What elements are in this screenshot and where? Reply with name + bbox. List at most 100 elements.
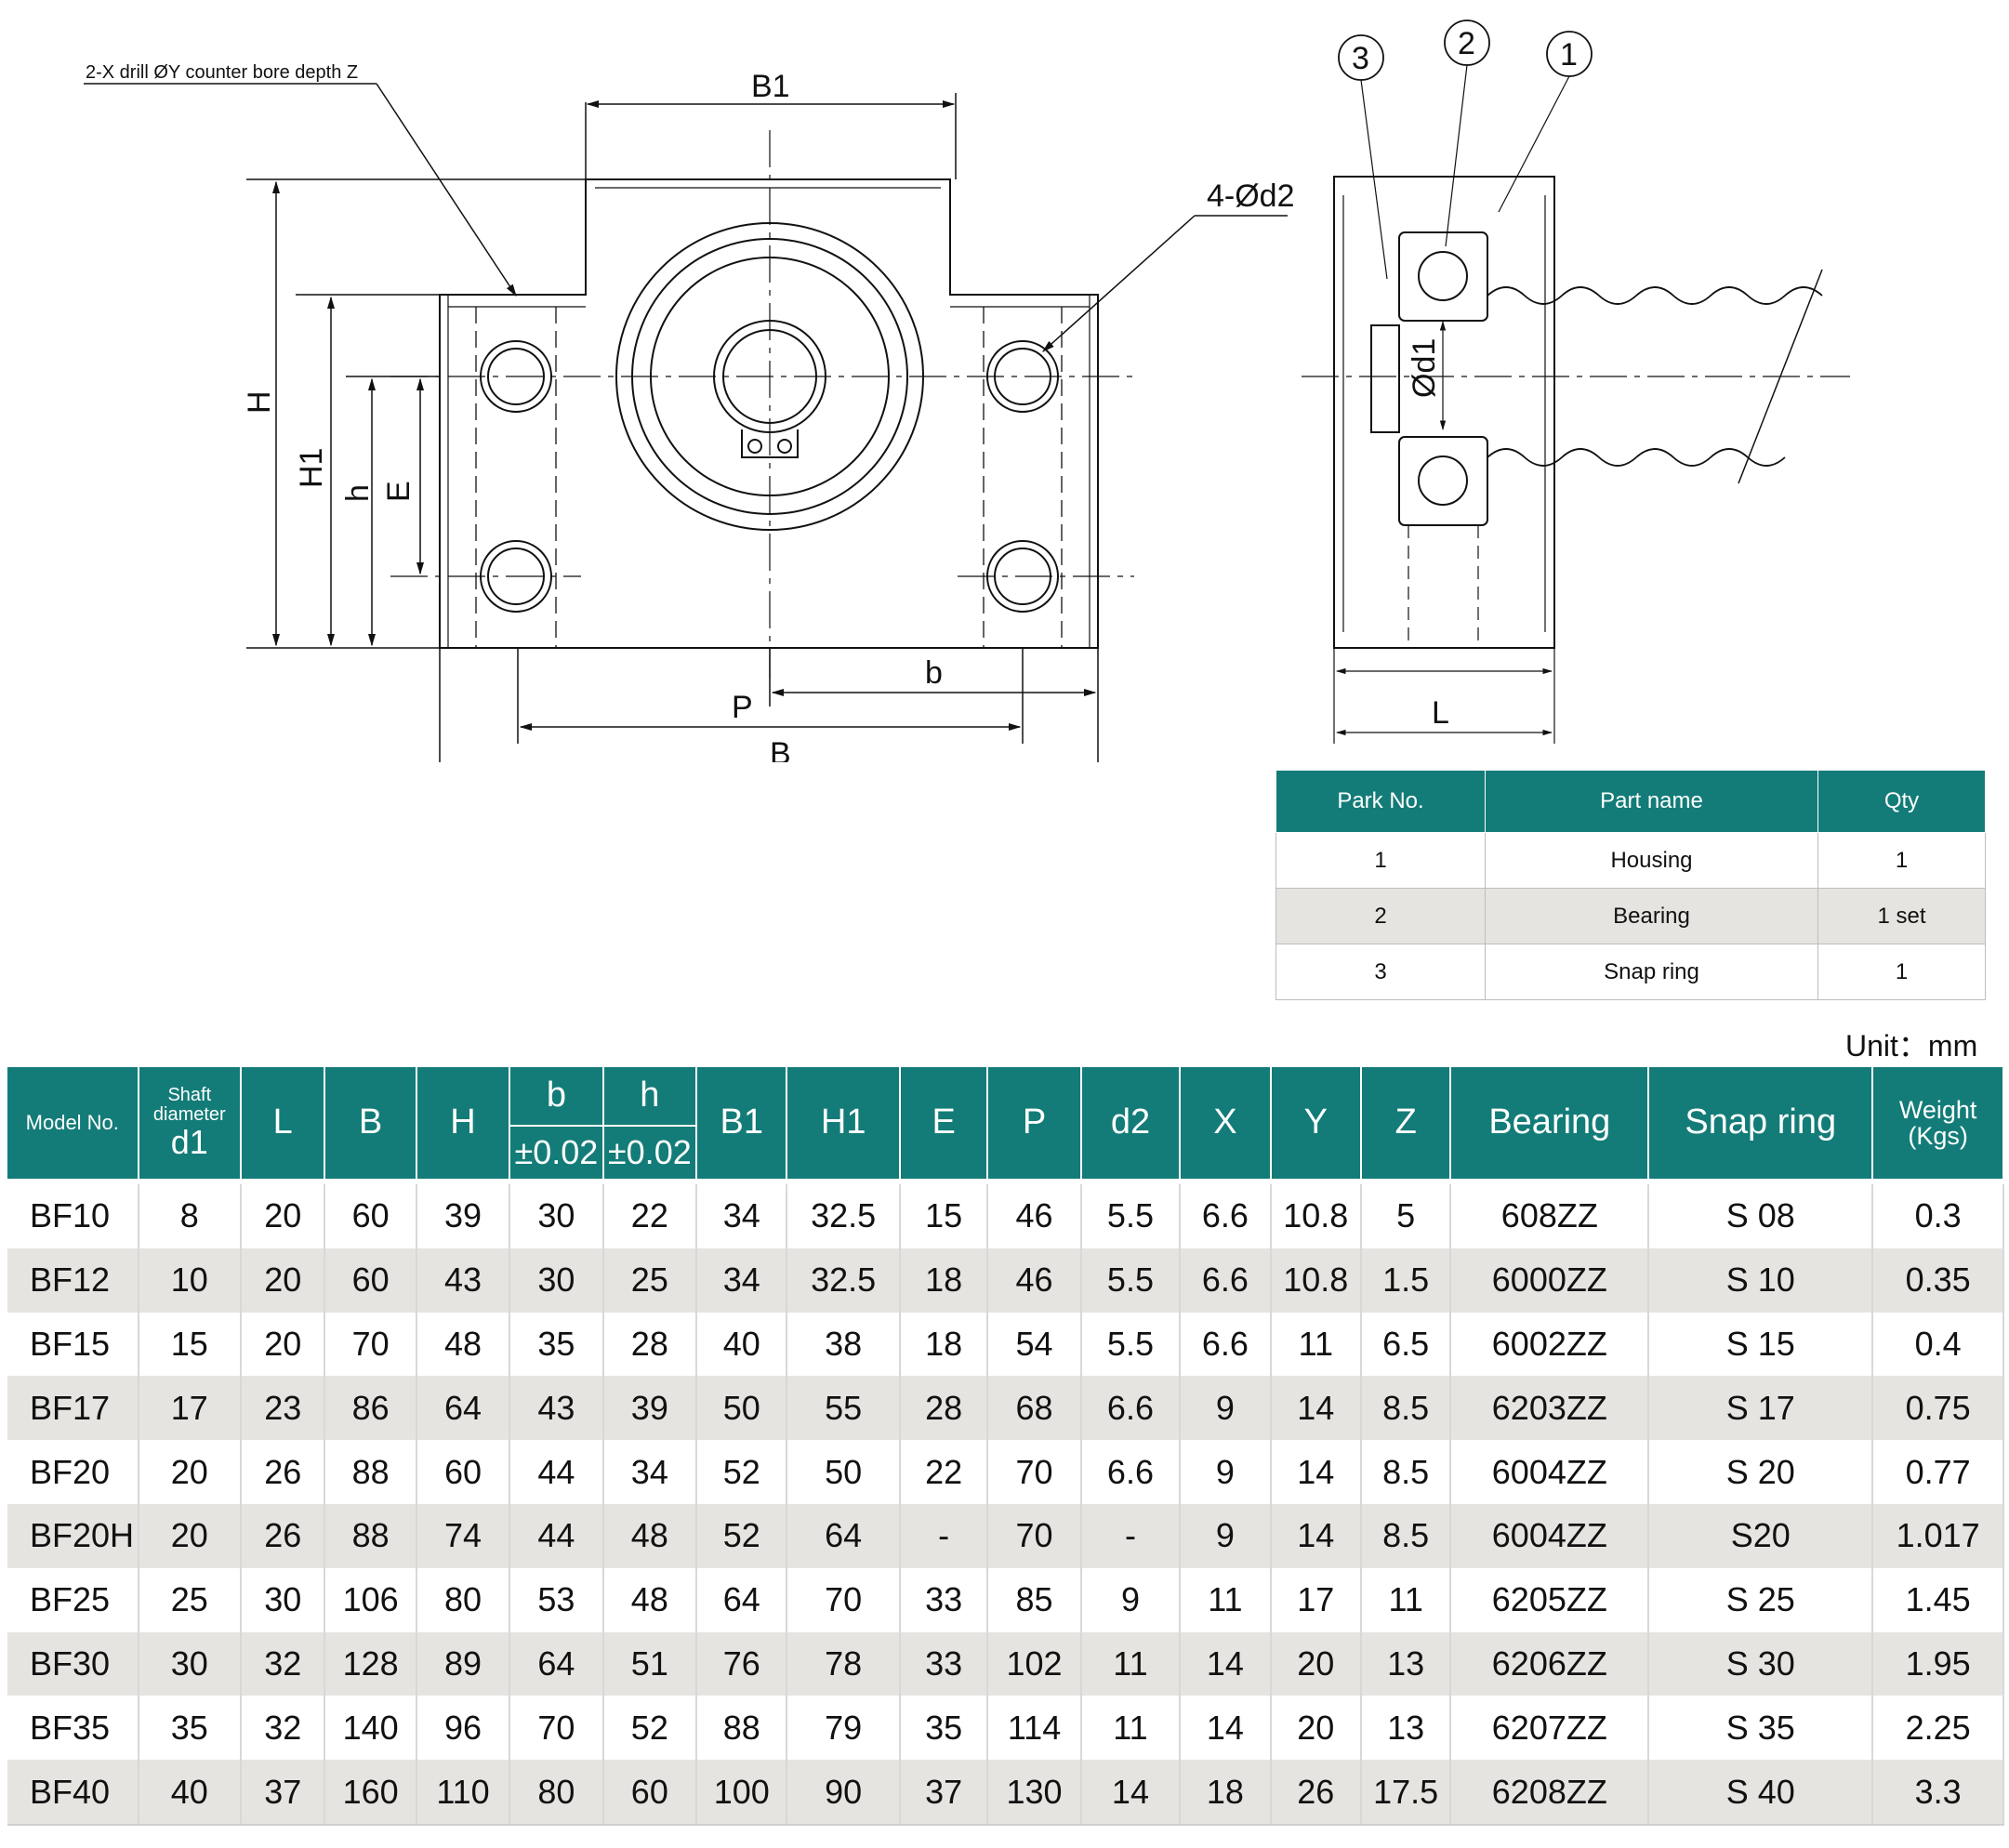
side-view: [1333, 176, 1823, 649]
model-cell: BF10: [7, 1179, 139, 1248]
spec-cell: 52: [696, 1440, 788, 1504]
spec-cell: 140: [324, 1696, 417, 1761]
spec-cell: 9: [1180, 1376, 1272, 1441]
spec-cell: S20: [1648, 1503, 1874, 1568]
spec-cell: 5.5: [1080, 1312, 1182, 1377]
spec-cell: 8.5: [1360, 1440, 1452, 1504]
spec-cell: S 15: [1648, 1312, 1874, 1377]
spec-cell: S 25: [1648, 1567, 1874, 1632]
spec-cell: 35: [509, 1312, 604, 1377]
spec-cell: 160: [324, 1760, 417, 1826]
spec-cell: 32.5: [786, 1247, 901, 1313]
spec-cell: 110: [416, 1760, 511, 1826]
spec-cell: 608ZZ: [1450, 1179, 1650, 1248]
col-weight: Weight (Kgs): [1872, 1067, 2004, 1181]
spec-cell: 80: [509, 1760, 604, 1826]
spec-cell: 102: [987, 1631, 1082, 1696]
spec-cell: 14: [1270, 1503, 1362, 1568]
parts-header-name: Part name: [1485, 770, 1818, 833]
model-cell: BF20: [7, 1440, 139, 1504]
spec-cell: 70: [786, 1567, 901, 1632]
spec-cell: 11: [1360, 1567, 1452, 1632]
spec-cell: -: [1080, 1503, 1182, 1568]
col-b: B: [324, 1067, 417, 1181]
spec-cell: 32: [241, 1631, 326, 1696]
spec-cell: 15: [899, 1179, 989, 1248]
col-h-tolerance: ±0.02: [602, 1125, 698, 1181]
spec-cell: 114: [987, 1696, 1082, 1761]
spec-cell: 40: [696, 1312, 788, 1377]
spec-cell: 5.5: [1080, 1247, 1182, 1313]
spec-cell: 20: [241, 1179, 326, 1248]
parts-header-qty: Qty: [1817, 770, 1986, 833]
parts-cell: 1: [1817, 832, 1986, 889]
spec-cell: 70: [987, 1440, 1082, 1504]
spec-cell: 6000ZZ: [1450, 1247, 1650, 1313]
spec-cell: 11: [1180, 1567, 1272, 1632]
col-d2: d2: [1080, 1067, 1182, 1181]
spec-cell: 6.5: [1360, 1312, 1452, 1377]
spec-cell: 32: [241, 1696, 326, 1761]
spec-cell: 14: [1180, 1696, 1272, 1761]
spec-cell: 25: [138, 1567, 243, 1632]
spec-cell: -: [899, 1503, 989, 1568]
spec-cell: 53: [509, 1567, 604, 1632]
dim-e: E: [381, 481, 416, 502]
part-callout-1-label: 1: [1560, 37, 1578, 73]
spec-cell: 18: [1180, 1760, 1272, 1826]
spec-cell: 20: [138, 1440, 243, 1504]
spec-cell: 30: [509, 1179, 604, 1248]
spec-cell: 39: [416, 1179, 511, 1248]
spec-cell: 79: [786, 1696, 901, 1761]
spec-cell: 88: [324, 1440, 417, 1504]
spec-cell: 28: [602, 1312, 698, 1377]
parts-cell: 3: [1275, 944, 1486, 1000]
spec-cell: 70: [324, 1312, 417, 1377]
spec-cell: 20: [138, 1503, 243, 1568]
spec-cell: 44: [509, 1440, 604, 1504]
spec-cell: 68: [987, 1376, 1082, 1441]
col-y: Y: [1270, 1067, 1362, 1181]
parts-row: 3 Snap ring 1: [1275, 944, 1986, 1000]
spec-cell: 74: [416, 1503, 511, 1568]
spec-cell: 22: [899, 1440, 989, 1504]
spec-cell: 9: [1080, 1567, 1182, 1632]
dim-b1: B1: [751, 69, 790, 104]
spec-cell: 35: [138, 1696, 243, 1761]
parts-cell: 2: [1275, 888, 1486, 944]
spec-cell: 100: [696, 1760, 788, 1826]
spec-cell: 64: [786, 1503, 901, 1568]
spec-cell: 60: [324, 1179, 417, 1248]
spec-cell: 13: [1360, 1696, 1452, 1761]
spec-cell: S 35: [1648, 1696, 1874, 1761]
spec-cell: 18: [899, 1247, 989, 1313]
model-cell: BF30: [7, 1631, 139, 1696]
spec-cell: 10: [138, 1247, 243, 1313]
spec-cell: 5.5: [1080, 1179, 1182, 1248]
spec-cell: 89: [416, 1631, 511, 1696]
col-x: X: [1180, 1067, 1272, 1181]
col-model: Model No.: [7, 1067, 139, 1181]
spec-cell: 30: [241, 1567, 326, 1632]
spec-cell: 37: [241, 1760, 326, 1826]
spec-cell: 11: [1080, 1696, 1182, 1761]
dim-h-large: H: [242, 390, 277, 414]
spec-cell: 6207ZZ: [1450, 1696, 1650, 1761]
spec-cell: 88: [696, 1696, 788, 1761]
spec-cell: 85: [987, 1567, 1082, 1632]
hole-label: 4-Ød2: [1207, 178, 1295, 214]
spec-cell: 8.5: [1360, 1376, 1452, 1441]
spec-cell: 17: [138, 1376, 243, 1441]
spec-cell: 88: [324, 1503, 417, 1568]
spec-cell: 20: [241, 1247, 326, 1313]
spec-cell: 0.3: [1872, 1179, 2004, 1248]
spec-cell: 64: [696, 1567, 788, 1632]
spec-cell: 60: [324, 1247, 417, 1313]
col-shaft-label: Shaft diameter: [152, 1085, 226, 1126]
spec-cell: 20: [1270, 1696, 1362, 1761]
